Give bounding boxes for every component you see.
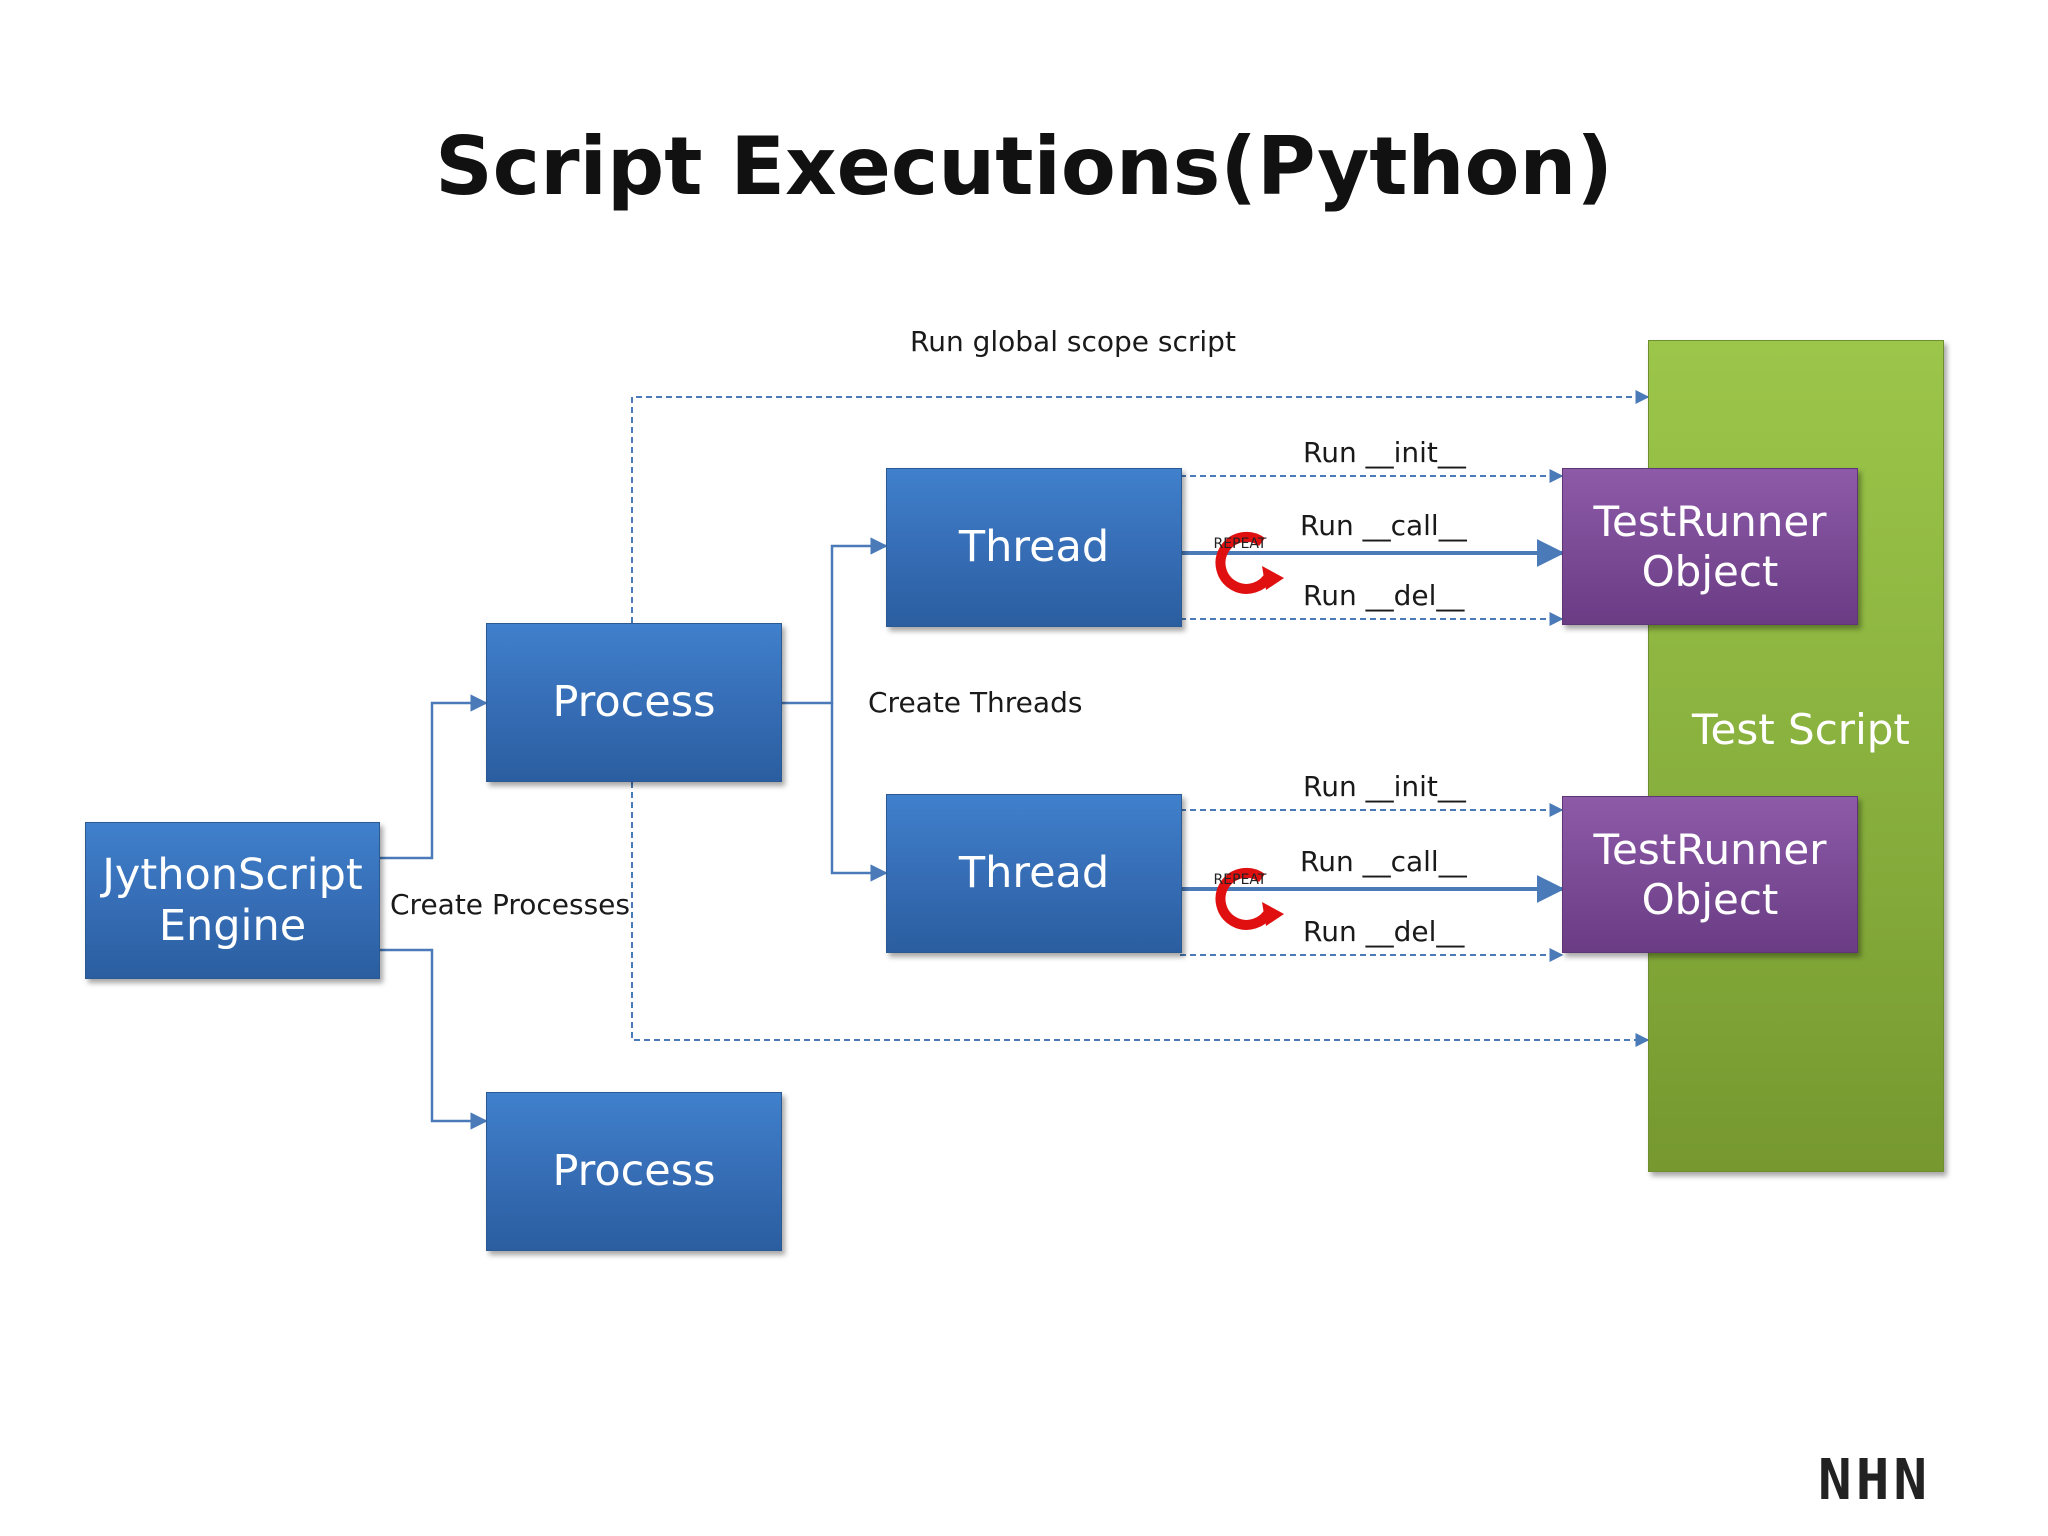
process-box-bottom: Process [486, 1092, 782, 1251]
label-create-threads: Create Threads [868, 686, 1083, 719]
page-title: Script Executions(Python) [435, 120, 1613, 213]
label-top-run-call: Run __call__ [1300, 509, 1467, 542]
repeat-text-bottom: REPEAT [1214, 872, 1267, 888]
repeat-icon-top: REPEAT [1214, 531, 1284, 594]
testrunner-box-top: TestRunner Object [1562, 468, 1858, 625]
label-create-processes: Create Processes [390, 888, 630, 921]
connector-global-scope-top [631, 390, 1650, 623]
repeat-text-top: REPEAT [1214, 536, 1267, 552]
label-bottom-run-init: Run __init__ [1303, 770, 1466, 803]
connector-engine-process-bottom [378, 948, 488, 1130]
nhn-logo: NHN [1818, 1448, 1932, 1513]
connector-global-scope-bottom [631, 782, 1650, 1047]
testrunner-box-bottom: TestRunner Object [1562, 796, 1858, 953]
label-bottom-run-del: Run __del__ [1303, 915, 1465, 948]
jython-engine-box: JythonScript Engine [85, 822, 380, 979]
label-run-global-scope: Run global scope script [910, 325, 1236, 358]
label-top-run-del: Run __del__ [1303, 579, 1465, 612]
repeat-icon-bottom: REPEAT [1214, 867, 1284, 930]
label-top-run-init: Run __init__ [1303, 436, 1466, 469]
test-script-label: Test Script [1692, 705, 1910, 754]
process-box-top: Process [486, 623, 782, 782]
connector-process-thread-top [780, 537, 888, 705]
thread-box-top: Thread [886, 468, 1182, 627]
connector-process-thread-bottom [830, 703, 888, 882]
label-bottom-run-call: Run __call__ [1300, 845, 1467, 878]
thread-box-bottom: Thread [886, 794, 1182, 953]
test-script-box [1648, 340, 1944, 1172]
connector-engine-process-top [378, 694, 488, 860]
